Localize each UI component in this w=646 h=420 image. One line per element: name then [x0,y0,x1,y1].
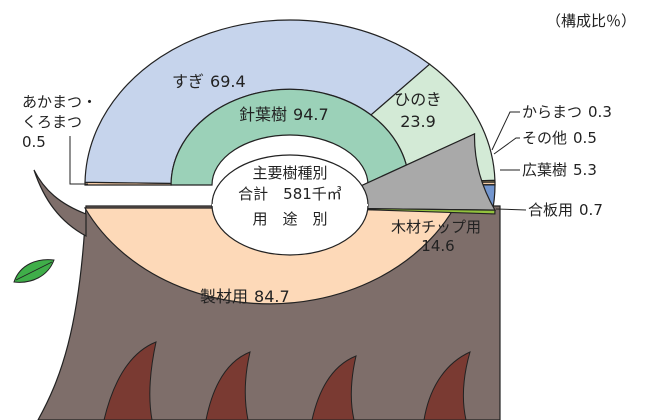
label-karamatsu-value: 0.3 [588,103,612,121]
label-karamatsu: からまつ 0.3 [522,103,612,121]
leader-sonota [493,137,520,155]
label-koyo-value: 5.3 [573,161,597,179]
label-akamatsu-line2: くろまつ [22,113,82,131]
leader-lines [69,111,527,211]
unit-note: （構成比％） [546,12,636,30]
label-akamatsu-line1: あかまつ・ [22,93,97,111]
center-line-2: 合計 581千㎥ [238,185,342,203]
center-line-3: 用 途 別 [252,210,327,228]
label-sugi: すぎ 69.4 [172,72,246,91]
root-3 [311,355,357,420]
label-akamatsu-value: 0.5 [22,133,46,151]
label-sugi-value: 69.4 [210,72,246,91]
leader-akamatsu [69,136,88,185]
label-koyo-name: 広葉樹 [522,161,567,179]
label-goban: 合板用 0.7 [528,201,603,219]
label-seizai: 製材用 84.7 [200,287,290,306]
leader-goban [495,208,527,211]
label-karamatsu-name: からまつ [522,103,582,121]
branch-stub [33,169,87,238]
label-sonota-value: 0.5 [573,129,597,147]
root-4 [423,351,471,420]
root-2 [205,351,251,420]
center-line-1: 主要樹種別 [252,164,327,182]
label-sonota-name: その他 [522,129,567,147]
label-seizai-value: 84.7 [254,287,290,306]
label-sugi-name: すぎ [172,72,204,91]
label-mokuzai-chip-value: 14.6 [421,237,454,255]
label-hinoki-value: 23.9 [400,112,436,131]
label-hinoki-name: ひのき [394,90,442,109]
label-goban-name: 合板用 [528,201,573,219]
label-goban-value: 0.7 [579,201,603,219]
label-mokuzai-chip-name: 木材チップ用 [391,218,481,236]
label-sonota: その他 0.5 [522,129,597,147]
label-shinyo: 針葉樹 94.7 [239,105,329,124]
root-1 [103,341,157,420]
leaf-vein [15,261,53,281]
leader-karamatsu [491,111,520,151]
label-shinyo-name: 針葉樹 [239,105,287,124]
label-shinyo-value: 94.7 [293,105,329,124]
label-seizai-name: 製材用 [200,287,248,306]
label-koyo: 広葉樹 5.3 [522,161,597,179]
